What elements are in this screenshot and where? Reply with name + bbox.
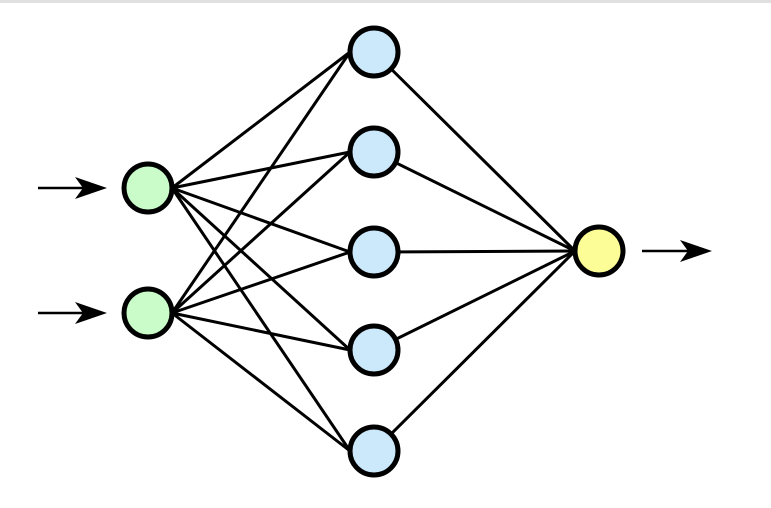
input-node	[121, 161, 175, 215]
edge-input-to-hidden	[171, 186, 351, 254]
hidden-node	[347, 424, 401, 478]
edge-input-to-hidden	[171, 311, 351, 453]
edge-input-to-hidden	[171, 250, 351, 315]
hidden-node	[347, 25, 401, 79]
input-arrow-2-head-icon	[75, 302, 107, 324]
output-node	[572, 224, 626, 278]
edge-input-to-hidden	[171, 150, 351, 190]
input-arrow-1-head-icon	[75, 177, 107, 199]
output-arrow-head-icon	[680, 240, 712, 262]
edge-input-to-hidden	[171, 311, 351, 352]
edge-hidden-to-output	[373, 249, 576, 352]
edge-hidden-to-output	[373, 150, 576, 253]
edge-input-to-hidden	[170, 186, 352, 352]
hidden-node	[347, 225, 401, 279]
edge-hidden-to-output	[373, 249, 576, 254]
edge-input-to-hidden	[171, 50, 351, 190]
edge-input-to-hidden	[170, 150, 352, 315]
edge-input-to-hidden	[170, 187, 352, 452]
edge-hidden-to-output	[372, 50, 577, 253]
top-border-line	[0, 0, 771, 3]
hidden-node	[347, 125, 401, 179]
hidden-node	[347, 323, 401, 377]
edge-input-to-hidden	[170, 51, 352, 314]
input-node	[121, 286, 175, 340]
edge-hidden-to-output	[372, 249, 577, 453]
